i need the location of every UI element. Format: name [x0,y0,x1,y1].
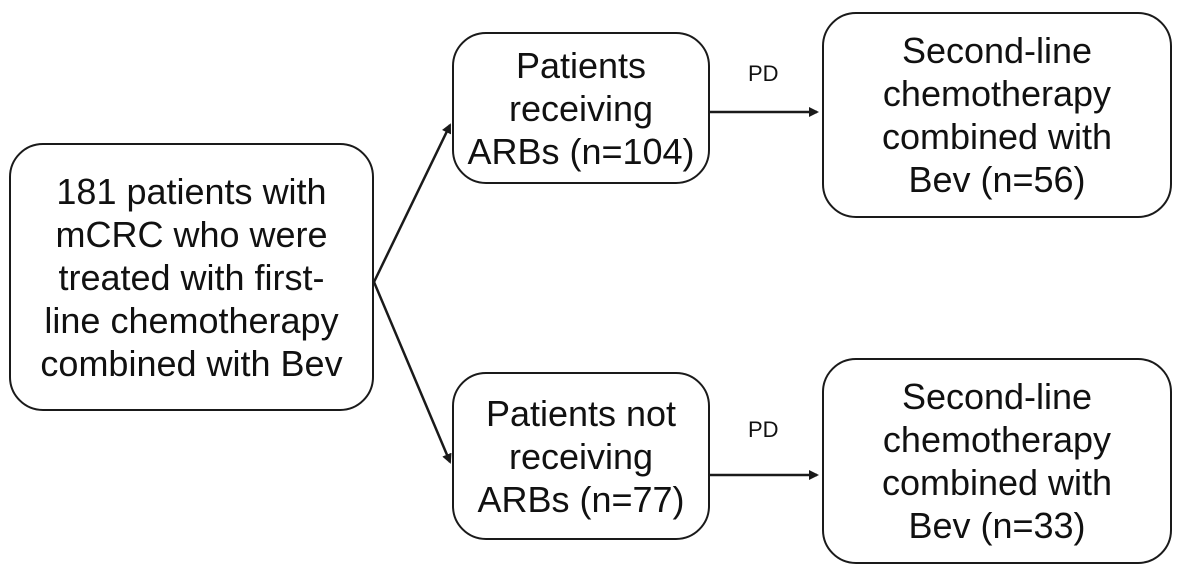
root-line: combined with Bev [40,342,343,384]
arb-yes-node: Patients receiving ARBs (n=104) [452,32,710,184]
second-line-yes-line: chemotherapy [882,73,1112,114]
root-node: 181 patients with mCRC who were treated … [9,143,374,411]
second-line-yes-line: Second-line [901,30,1093,71]
root-node-text: 181 patients with mCRC who were treated … [40,170,342,385]
second-line-no-line: Bev (n=33) [908,505,1086,546]
arb-no-node-text: Patients not receiving ARBs (n=77) [477,392,684,521]
arb-no-line: receiving [508,435,654,477]
root-line: 181 patients with [56,170,327,212]
arb-yes-line: Patients [515,44,647,86]
arb-yes-line: receiving [508,87,654,129]
arb-no-node: Patients not receiving ARBs (n=77) [452,372,710,540]
arb-yes-line: ARBs (n=104) [467,130,695,172]
root-line: mCRC who were [55,213,328,255]
arrow-root-to-arb-no [372,281,452,464]
second-line-yes-node: Second-line chemotherapy combined with B… [822,12,1172,218]
pd-label-bottom: PD [748,417,779,442]
pd-label-top: PD [748,61,779,86]
arb-no-line: ARBs (n=77) [477,478,685,520]
arb-no-line: Patients not [485,392,677,434]
second-line-no-line: chemotherapy [882,419,1112,460]
arb-yes-node-text: Patients receiving ARBs (n=104) [467,44,694,173]
second-line-yes-line: combined with [881,116,1113,157]
arrow-root-to-arb-yes [372,123,452,283]
second-line-no-node: Second-line chemotherapy combined with B… [822,358,1172,564]
root-line: treated with first- [58,256,325,298]
second-line-yes-node-text: Second-line chemotherapy combined with B… [882,29,1112,201]
second-line-no-node-text: Second-line chemotherapy combined with B… [882,375,1112,547]
second-line-yes-line: Bev (n=56) [908,159,1086,200]
second-line-no-line: Second-line [901,376,1093,417]
root-line: line chemotherapy [44,299,339,341]
second-line-no-line: combined with [881,462,1113,503]
